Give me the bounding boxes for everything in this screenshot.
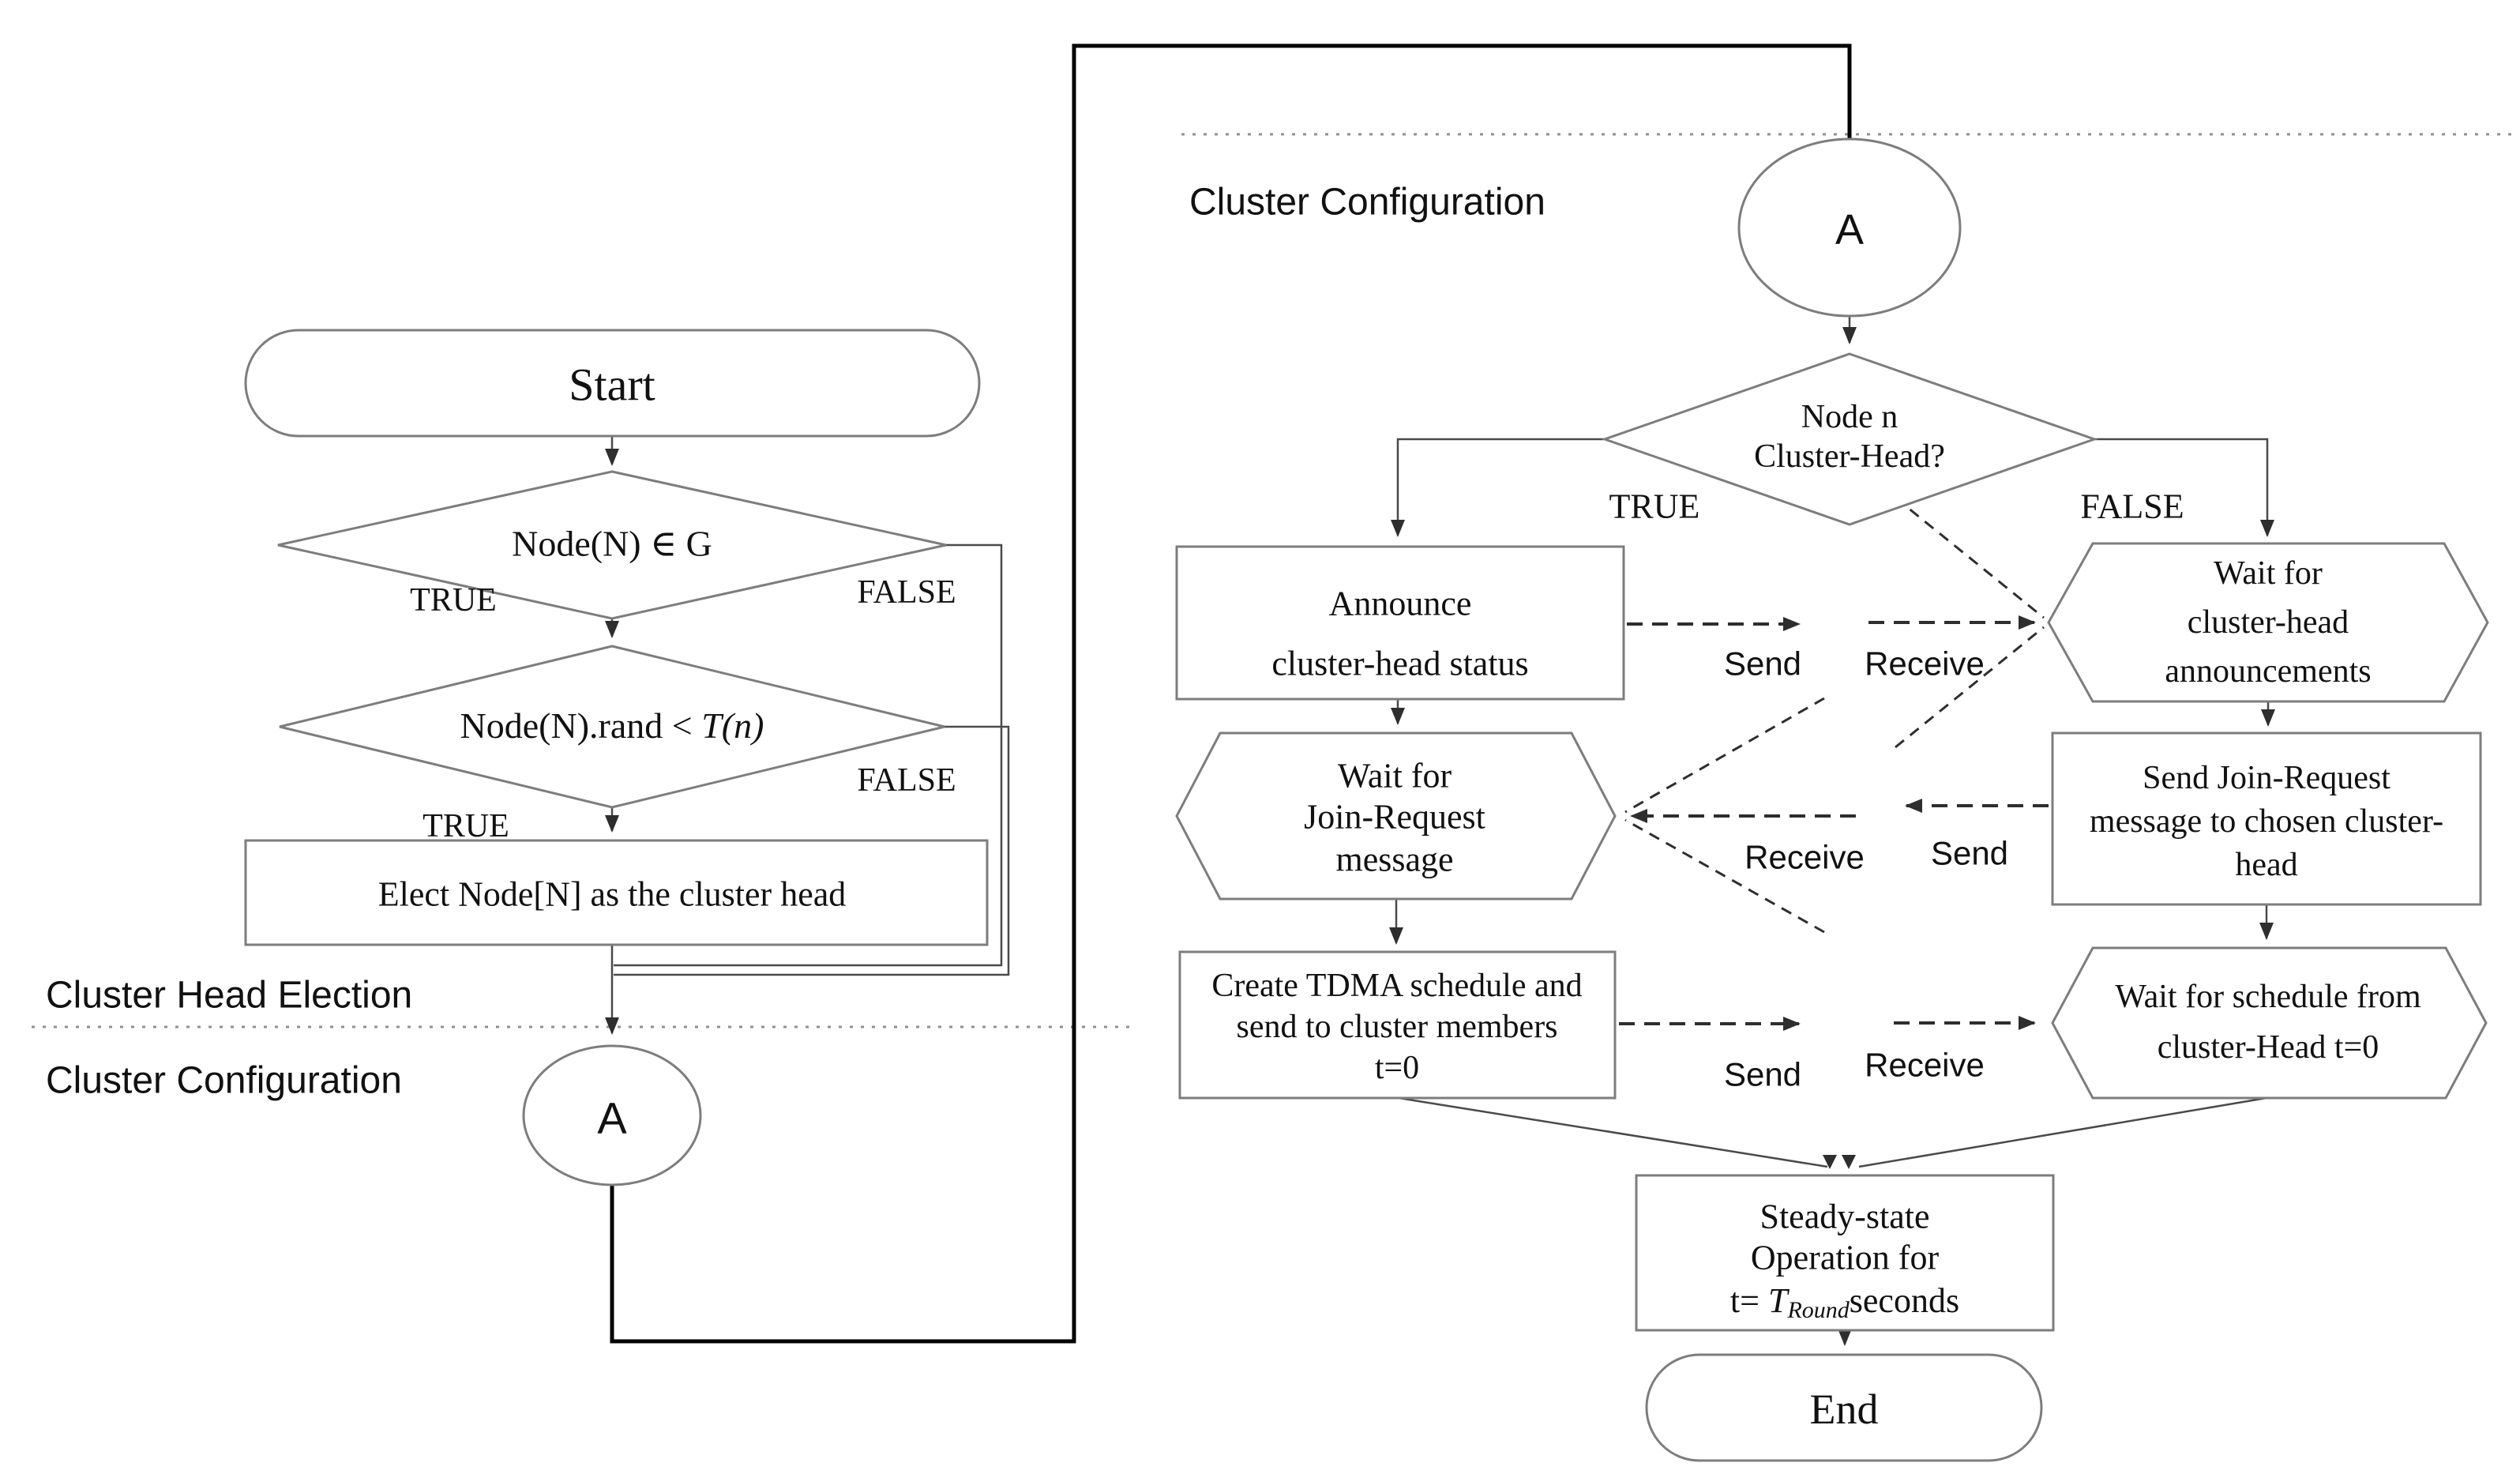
label-send-join: Send: [1931, 835, 2008, 872]
wait-join-line2: Join-Request: [1304, 798, 1485, 837]
wait-join-line1: Wait for: [1338, 757, 1452, 795]
wait-schedule-hexagon: [2051, 946, 2488, 1100]
steady-state-line1: Steady-state: [1759, 1198, 1929, 1236]
send-join-request-box: [2051, 731, 2482, 906]
receive-announce-dash-lower: [1895, 626, 2045, 749]
section-label-cluster-configuration-left: Cluster Configuration: [46, 1060, 402, 1102]
send-join-line2: message to chosen cluster-: [2090, 803, 2443, 840]
connector-a-right: [1737, 137, 1962, 318]
label-send-announce: Send: [1724, 645, 1801, 682]
decision-cluster-head: [1601, 352, 2098, 526]
decision-rand-label: Node(N).rand < T(n): [460, 705, 764, 746]
decision-in-g-label: Node(N) ∈ G: [512, 524, 712, 564]
steady-junction-arrowhead-left: [1823, 1155, 1837, 1169]
send-join-line1: Send Join-Request: [2143, 760, 2390, 796]
label-true-rand: TRUE: [423, 808, 509, 844]
receive-join-dash-lower: [1624, 818, 1825, 934]
elect-label: Elect Node[N] as the cluster head: [378, 875, 847, 914]
wait-announce-line3: announcements: [2165, 653, 2371, 690]
announce-line1: Announce: [1329, 585, 1472, 623]
connector-a-left: [522, 1044, 702, 1186]
receive-announce-dash-upper: [1895, 496, 2045, 619]
end-label: End: [1810, 1386, 1879, 1433]
create-tdma-line2: send to cluster members: [1236, 1009, 1557, 1045]
wait-join-line3: message: [1335, 840, 1453, 879]
send-join-line3: head: [2235, 847, 2297, 883]
section-label-cluster-configuration-right: Cluster Configuration: [1189, 182, 1545, 224]
decision-rand-label-pre: Node(N).rand <: [460, 705, 702, 746]
steady-line3-subscript: Round: [1786, 1297, 1850, 1323]
connector-a-right-label: A: [1835, 206, 1864, 254]
false-route-to-wait-announce: [2094, 438, 2274, 537]
announce-line2: cluster-head status: [1271, 645, 1528, 683]
decision-rand-label-tn: T(n): [701, 705, 764, 746]
connector-a-left-label: A: [597, 1093, 627, 1143]
start-terminator: [244, 329, 981, 438]
page-connector-line: [610, 43, 1852, 1344]
decision-cluster-head-line1: Node n: [1801, 399, 1898, 435]
decision-cluster-head-line2: Cluster-Head?: [1754, 438, 1945, 475]
steady-line3-post: seconds: [1850, 1281, 1959, 1320]
true-route-to-announce: [1391, 438, 1605, 537]
false-route-in-g: [614, 543, 1003, 967]
label-send-schedule: Send: [1724, 1056, 1801, 1093]
diagonal-tdma-to-steady: [1398, 1096, 1828, 1168]
steady-state-line3: t= TRoundseconds: [1730, 1281, 1959, 1323]
label-false-rand: FALSE: [857, 762, 956, 799]
create-tdma-line1: Create TDMA schedule and: [1211, 968, 1582, 1004]
wait-announce-line2: cluster-head: [2188, 604, 2349, 641]
receive-join-dash-upper: [1624, 697, 1825, 814]
wait-announcements-hexagon: [2047, 542, 2489, 703]
wait-announce-line1: Wait for: [2214, 555, 2323, 592]
section-label-cluster-head-election: Cluster Head Election: [46, 975, 412, 1017]
elect-cluster-head-box: [244, 839, 989, 946]
steady-junction-arrowhead-right: [1842, 1155, 1856, 1169]
end-terminator: [1645, 1353, 2043, 1462]
wait-schedule-line2: cluster-Head t=0: [2158, 1029, 2379, 1066]
steady-state-line2: Operation for: [1751, 1239, 1940, 1277]
steady-line3-pre: t=: [1730, 1281, 1768, 1320]
label-true-cluster-head: TRUE: [1609, 487, 1700, 526]
wait-join-request-hexagon: [1175, 731, 1617, 901]
label-receive-announce: Receive: [1865, 645, 1985, 682]
label-false-cluster-head: FALSE: [2080, 487, 2184, 526]
label-receive-join: Receive: [1744, 839, 1865, 876]
steady-line3-t: T: [1768, 1281, 1790, 1320]
steady-state-box: [1635, 1174, 2055, 1332]
decision-node-in-g: [277, 470, 947, 620]
announce-status-box: [1175, 545, 1625, 701]
create-tdma-box: [1178, 950, 1617, 1100]
label-receive-schedule: Receive: [1865, 1047, 1985, 1084]
label-true-in-g: TRUE: [410, 582, 497, 619]
false-route-rand: [614, 725, 1010, 976]
diagonal-schedule-to-steady: [1858, 1096, 2267, 1168]
wait-schedule-line1: Wait for schedule from: [2115, 979, 2421, 1015]
decision-node-rand: [279, 645, 945, 809]
create-tdma-line3: t=0: [1375, 1050, 1419, 1086]
label-false-in-g: FALSE: [857, 574, 956, 611]
start-label: Start: [569, 359, 655, 411]
